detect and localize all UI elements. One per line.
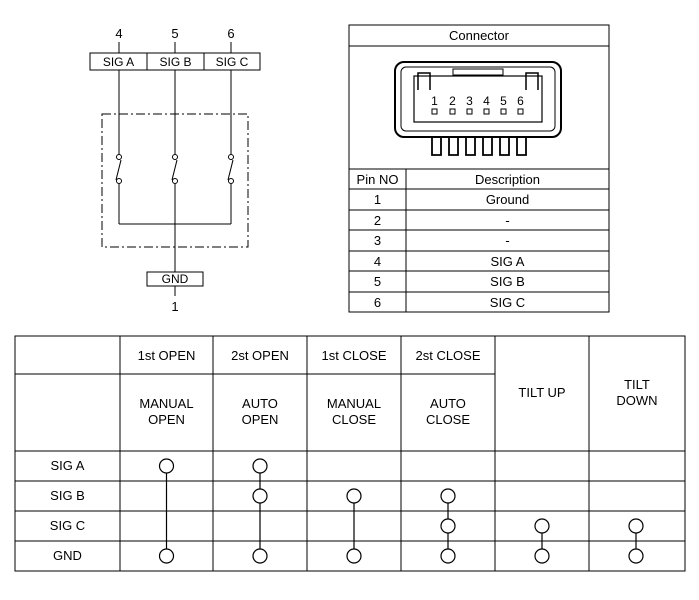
switch-a-blade <box>115 159 122 181</box>
pin-table-header-pin: Pin NO <box>357 172 399 187</box>
column-subheader-line1: AUTO <box>430 396 466 411</box>
connector-terminal-5 <box>499 137 510 156</box>
signal-label-sig-c: SIG C <box>216 55 249 69</box>
connection-node <box>534 518 550 534</box>
column-subheader-line1: AUTO <box>242 396 278 411</box>
pin-table-cell-pin: 1 <box>374 192 381 207</box>
connector-cavity <box>413 75 543 123</box>
column-header-1st-open: 1st OPEN <box>138 348 196 363</box>
pin-table-cell-pin: 4 <box>374 254 381 269</box>
row-label-sig-c: SIG C <box>50 518 85 533</box>
connector-pin-label-6: 6 <box>517 94 524 108</box>
connector-pin-slot-1 <box>431 108 438 115</box>
column-header-1st-close: 1st CLOSE <box>321 348 386 363</box>
connection-node <box>534 548 550 564</box>
column-subheader-line1: MANUAL <box>327 396 381 411</box>
switch-c-contact-bottom <box>228 178 234 184</box>
signal-label-sig-b: SIG B <box>159 55 191 69</box>
column-subheader-line2: OPEN <box>242 412 279 427</box>
column-subheader-line2: CLOSE <box>332 412 376 427</box>
column-subheader-line2: OPEN <box>148 412 185 427</box>
pin-table-cell-pin: 5 <box>374 274 381 289</box>
connection-node <box>158 458 175 474</box>
connection-node <box>440 518 456 534</box>
row-label-sig-b: SIG B <box>50 488 85 503</box>
pin-number-4: 4 <box>115 26 122 41</box>
connector-terminal-2 <box>448 137 459 156</box>
connector-panel: Connector 1 2 3 4 5 6 <box>348 24 610 313</box>
gnd-pin-number: 1 <box>171 299 178 314</box>
switch-a-contact-top <box>116 154 122 160</box>
connection-node <box>628 518 644 534</box>
switch-schematic: 4 5 6 SIG A SIG B SIG C <box>89 26 261 314</box>
connector-title: Connector <box>449 28 510 43</box>
column-header-tilt-down-line2: DOWN <box>616 393 657 408</box>
connection-node <box>252 548 268 564</box>
connection-node <box>252 458 268 474</box>
connection-node <box>440 488 456 504</box>
pin-table-cell-desc: Ground <box>486 192 529 207</box>
column-header-2st-open: 2st OPEN <box>231 348 289 363</box>
connector-pin-slot-2 <box>449 108 456 115</box>
signal-label-sig-a: SIG A <box>103 55 134 69</box>
pin-table-header-desc: Description <box>475 172 540 187</box>
column-subheader-line1: MANUAL <box>139 396 193 411</box>
connector-left-hook <box>417 72 431 90</box>
connector-latch <box>452 68 504 76</box>
connection-marks <box>158 458 644 564</box>
connector-pin-label-2: 2 <box>449 94 456 108</box>
connector-terminal-4 <box>482 137 493 156</box>
column-header-2st-close: 2st CLOSE <box>415 348 480 363</box>
column-subheader-line2: CLOSE <box>426 412 470 427</box>
switch-b-contact-bottom <box>172 178 178 184</box>
connector-pin-slot-6 <box>517 108 524 115</box>
connection-node <box>158 548 175 564</box>
pin-table-cell-pin: 6 <box>374 295 381 310</box>
connection-node <box>440 548 456 564</box>
connector-terminal-6 <box>516 137 527 156</box>
truth-table-frame <box>14 335 686 572</box>
switch-truth-table: 1st OPEN 2st OPEN 1st CLOSE 2st CLOSE MA… <box>14 335 686 572</box>
column-header-tilt-down-line1: TILT <box>624 377 650 392</box>
connector-housing <box>394 61 562 138</box>
pin-number-5: 5 <box>171 26 178 41</box>
switch-c-blade <box>227 159 234 181</box>
row-label-gnd: GND <box>53 548 82 563</box>
switch-b-blade <box>171 159 178 181</box>
connector-pin-label-4: 4 <box>483 94 490 108</box>
pin-number-6: 6 <box>227 26 234 41</box>
pin-table-cell-desc: SIG B <box>490 274 525 289</box>
row-label-sig-a: SIG A <box>51 458 85 473</box>
switch-b-contact-top <box>172 154 178 160</box>
connector-right-hook <box>525 72 539 90</box>
connection-node <box>346 548 362 564</box>
connector-housing-inner <box>400 66 556 132</box>
pin-table-cell-desc: SIG A <box>491 254 525 269</box>
connection-node <box>628 548 644 564</box>
column-header-tilt-up: TILT UP <box>518 385 565 400</box>
pin-table-cell-pin: 3 <box>374 233 381 248</box>
switch-c-contact-top <box>228 154 234 160</box>
connector-terminal-3 <box>465 137 476 156</box>
connector-terminal-1 <box>431 137 442 156</box>
pin-table-cell-desc: - <box>505 233 509 248</box>
pin-table-cell-desc: SIG C <box>490 295 525 310</box>
pin-table-cell-pin: 2 <box>374 213 381 228</box>
switch-a-contact-bottom <box>116 178 122 184</box>
connection-node <box>252 488 268 504</box>
connector-pin-slot-5 <box>500 108 507 115</box>
gnd-label: GND <box>162 272 189 286</box>
connector-drawing: 1 2 3 4 5 6 <box>394 61 562 156</box>
connector-pin-label-3: 3 <box>466 94 473 108</box>
connection-node <box>346 488 362 504</box>
connector-pin-slot-4 <box>483 108 490 115</box>
pin-table-cell-desc: - <box>505 213 509 228</box>
connector-pin-label-1: 1 <box>431 94 438 108</box>
connector-pin-label-5: 5 <box>500 94 507 108</box>
pin-table: Pin NO Description 1 Ground 2 - 3 - 4 SI… <box>349 168 609 312</box>
connector-pin-slot-3 <box>466 108 473 115</box>
